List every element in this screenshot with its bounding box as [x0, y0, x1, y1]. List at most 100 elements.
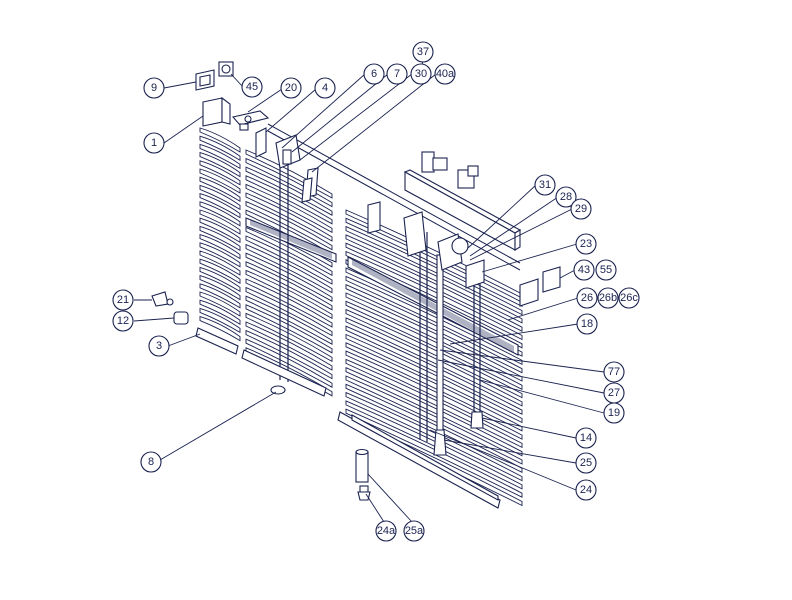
callout-number: 12 — [117, 315, 129, 327]
callout-number: 14 — [580, 432, 592, 444]
slat — [345, 333, 523, 424]
slat — [245, 226, 333, 277]
callout-number: 21 — [117, 294, 129, 306]
slat — [199, 291, 241, 317]
slat-stack-left — [199, 127, 241, 342]
callout-28: 28 — [555, 186, 577, 208]
callout-circle — [403, 520, 425, 542]
callout-24: 24 — [575, 479, 597, 501]
head-rail — [267, 123, 521, 271]
callout-circle — [148, 335, 170, 357]
callout-37: 37 — [412, 41, 434, 63]
callout-27: 27 — [603, 382, 625, 404]
callout-number: 7 — [394, 68, 400, 80]
slat — [245, 166, 333, 216]
clip-part — [231, 110, 270, 131]
callout-circle — [575, 479, 597, 501]
callout-25: 25 — [575, 452, 597, 474]
callout-circle — [280, 77, 302, 99]
callout-55: 55 — [595, 259, 617, 281]
callout-4: 4 — [314, 77, 336, 99]
callout-circle — [575, 427, 597, 449]
slat — [345, 300, 523, 391]
callout-circle — [595, 259, 617, 281]
slat — [199, 209, 241, 235]
slat — [199, 135, 241, 161]
callout-7: 7 — [386, 63, 408, 85]
slat — [245, 261, 333, 311]
callout-6: 6 — [363, 63, 385, 85]
slat — [345, 367, 523, 457]
callout-circle — [412, 41, 434, 63]
callout-circle — [112, 289, 134, 311]
callout-circle — [534, 174, 556, 196]
callout-circle — [434, 63, 456, 85]
callout-circle — [618, 287, 640, 309]
callout-20: 20 — [280, 77, 302, 99]
callout-circle — [386, 63, 408, 85]
slat — [199, 184, 241, 211]
slat — [345, 391, 523, 482]
callout-number: 45 — [246, 81, 258, 93]
callout-number: 3 — [156, 340, 162, 352]
slat — [199, 201, 241, 227]
bottom-clip-part — [173, 311, 189, 325]
slat — [199, 315, 241, 342]
slat — [199, 250, 241, 276]
slat — [245, 183, 333, 234]
callout-number: 19 — [608, 407, 620, 419]
callout-circle — [112, 310, 134, 332]
slat — [345, 308, 523, 399]
end-cap-box — [195, 61, 234, 91]
callout-number: 43 — [578, 264, 590, 276]
slat — [245, 175, 333, 225]
slat — [199, 307, 241, 334]
slat — [345, 250, 523, 341]
slat — [345, 375, 523, 465]
slat — [345, 242, 523, 332]
mounting-bracket — [202, 96, 231, 127]
callout-number: 77 — [608, 366, 620, 378]
callout-number: 1 — [151, 137, 157, 149]
callout-77: 77 — [603, 361, 625, 383]
ladder-cords — [279, 160, 428, 442]
callout-circle — [140, 451, 162, 473]
tilt-wand — [433, 254, 447, 456]
slat — [345, 234, 523, 324]
callout-number: 24a — [377, 525, 396, 537]
callout-circle — [575, 233, 597, 255]
slat — [199, 168, 241, 194]
callout-number: 37 — [417, 46, 429, 58]
callout-number: 4 — [322, 82, 328, 94]
slat — [199, 143, 241, 170]
cord-stopper-part — [357, 485, 371, 501]
callout-number: 25 — [580, 457, 592, 469]
callout-24a: 24a — [375, 520, 397, 542]
slat — [199, 176, 241, 202]
callout-18: 18 — [576, 313, 598, 335]
slat — [199, 283, 241, 309]
callout-number: 29 — [575, 203, 587, 215]
slat — [245, 321, 333, 371]
callout-40a: 40a — [434, 63, 456, 85]
callout-circle — [573, 259, 595, 281]
slat — [245, 304, 333, 354]
tilter-part — [301, 167, 319, 203]
cord-tassel-part — [355, 448, 369, 483]
slat — [345, 275, 523, 366]
callout-1: 1 — [143, 132, 165, 154]
slat — [345, 342, 523, 432]
slat — [345, 225, 523, 316]
slat — [199, 151, 241, 178]
slat — [345, 284, 523, 374]
callout-number: 25a — [405, 525, 424, 537]
slat — [345, 400, 523, 490]
callout-number: 24 — [580, 484, 592, 496]
slat — [345, 383, 523, 474]
slat — [199, 192, 241, 219]
callout-circle — [597, 287, 619, 309]
callout-circle — [363, 63, 385, 85]
callout-3: 3 — [148, 335, 170, 357]
callout-circle — [570, 198, 592, 220]
